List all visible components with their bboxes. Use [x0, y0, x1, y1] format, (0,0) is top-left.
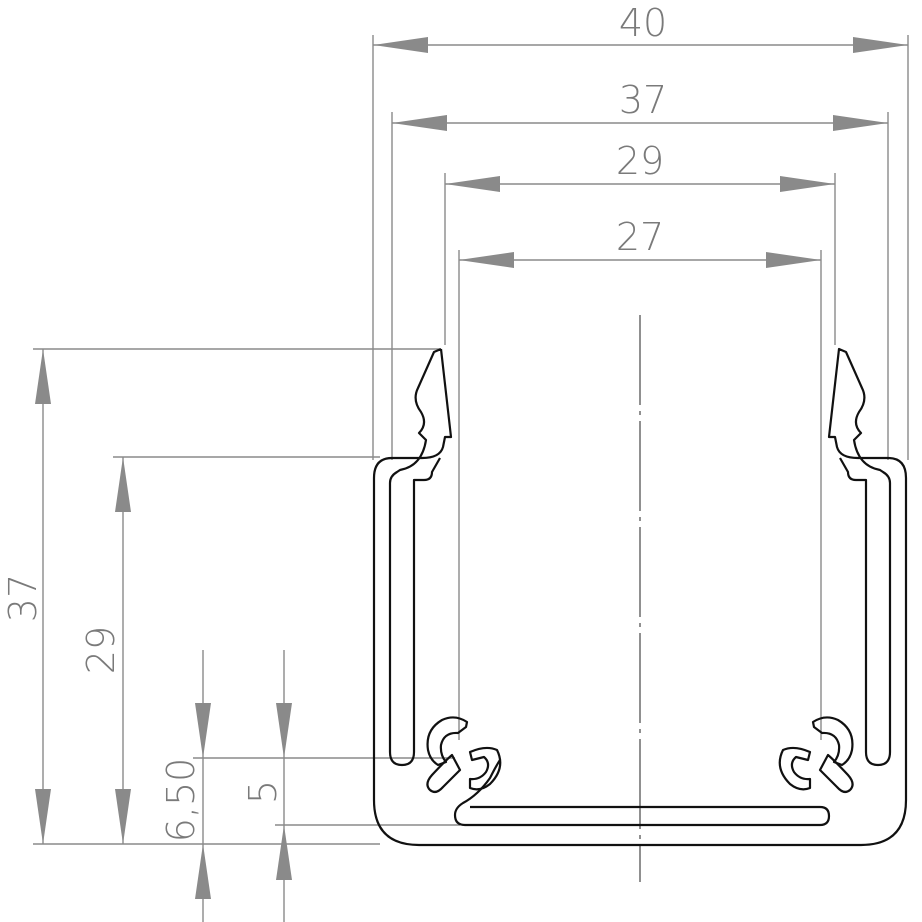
dim-width-29: 29: [444, 139, 836, 345]
dim-label-27: 27: [616, 215, 664, 259]
dim-height-650: 6,50: [159, 650, 455, 922]
dim-label-height-650: 6,50: [159, 758, 203, 843]
dim-width-27: 27: [458, 215, 822, 740]
left-screw-channel: [426, 716, 502, 794]
dim-label-40: 40: [619, 1, 667, 45]
dim-label-height-5: 5: [241, 780, 285, 804]
dim-label-height-29: 29: [79, 626, 123, 674]
right-screw-channel: [778, 716, 854, 794]
dim-height-29: 29: [79, 456, 380, 844]
dim-label-height-37: 37: [1, 574, 45, 622]
dim-width-37: 37: [391, 78, 889, 460]
dim-label-29: 29: [616, 139, 664, 183]
profile-outer: [372, 347, 908, 847]
dim-label-37: 37: [619, 78, 667, 122]
dim-height-5: 5: [241, 650, 460, 922]
profile-bottom-slot: [453, 759, 831, 827]
dim-width-40: 40: [372, 1, 909, 460]
dim-height-37: 37: [1, 348, 440, 845]
